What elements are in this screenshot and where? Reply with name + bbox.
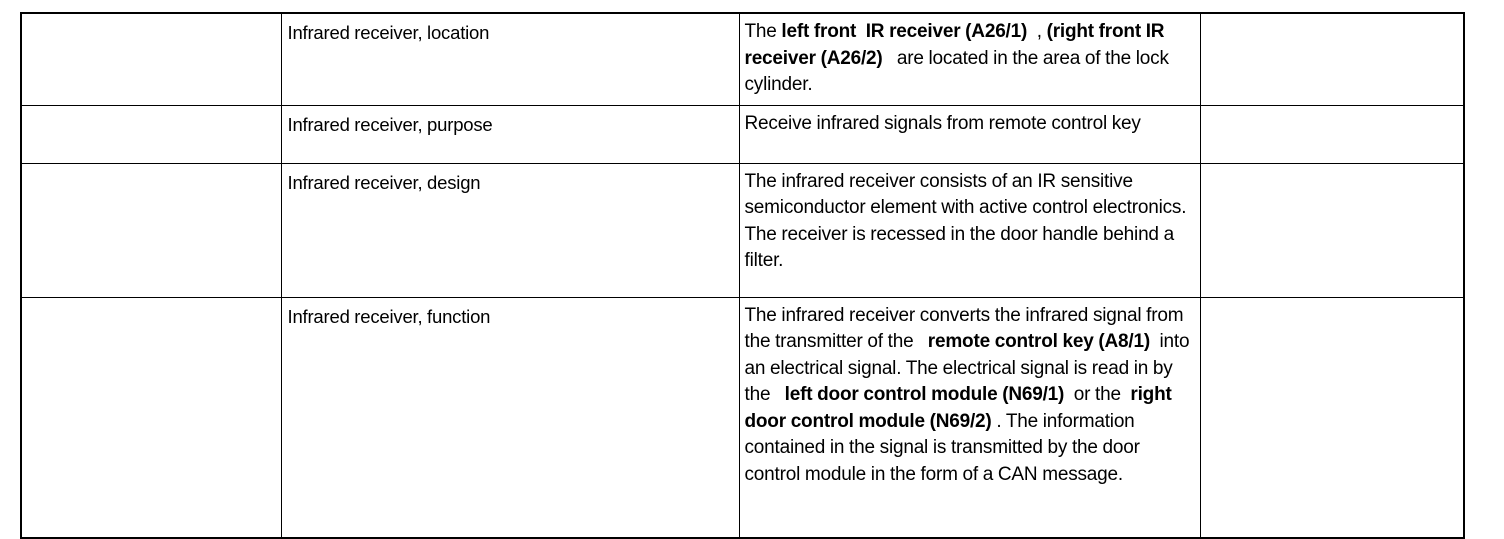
text-run-3: (right front IR receiver (A26/2) xyxy=(744,21,1170,69)
row-0-empty-left-cell xyxy=(20,12,282,106)
table-body: Infrared receiver, location The left fro… xyxy=(20,12,1465,538)
row-1-empty-left-cell xyxy=(20,104,282,164)
row-2-empty-left-text xyxy=(22,164,281,185)
row-2-description-text: The infrared receiver consists of an IR … xyxy=(740,164,1200,281)
row-0-description-cell: The left front IR receiver (A26/1) , (ri… xyxy=(738,12,1201,106)
text-run-4: are located in the area of the lock cyli… xyxy=(744,47,1174,96)
text-run-6: . The information contained in the signa… xyxy=(744,410,1145,485)
specification-table: Infrared receiver, location The left fro… xyxy=(20,12,1465,539)
row-2-empty-left-cell xyxy=(20,162,282,298)
text-run-0: The infrared receiver consists of an IR … xyxy=(744,170,1187,272)
row-1-label-cell: Infrared receiver, purpose xyxy=(280,104,740,164)
row-0-label-text: Infrared receiver, location xyxy=(287,22,490,43)
row-2-label-text: Infrared receiver, design xyxy=(287,171,481,193)
text-run-1: left front IR receiver (A26/1) xyxy=(781,21,1028,42)
row-1-description-text: Receive infrared signals from remote con… xyxy=(740,106,1200,144)
text-run-0: Receive infrared signals from remote con… xyxy=(744,112,1141,134)
table-row: Infrared receiver, purpose Receive infra… xyxy=(20,104,1465,164)
text-run-0: The infrared receiver converts the infra… xyxy=(744,304,1189,353)
row-3-empty-right-text xyxy=(1201,298,1464,319)
row-1-description-cell: Receive infrared signals from remote con… xyxy=(738,104,1201,164)
row-2-label-cell: Infrared receiver, design xyxy=(280,162,740,298)
row-3-label-text: Infrared receiver, function xyxy=(287,305,491,327)
text-run-1: remote control key (A8/1) xyxy=(927,331,1150,352)
row-3-empty-right-cell xyxy=(1199,296,1465,538)
table-row: Infrared receiver, location The left fro… xyxy=(20,12,1465,106)
row-0-empty-right-text xyxy=(1201,14,1464,35)
row-0-label-cell: Infrared receiver, location xyxy=(280,12,740,106)
row-2-empty-right-text xyxy=(1201,164,1464,185)
text-run-4: or the xyxy=(1064,384,1131,405)
row-3-label-cell: Infrared receiver, function xyxy=(280,296,740,538)
text-run-2: into an electrical signal. The electrica… xyxy=(744,331,1195,405)
row-3-empty-left-cell xyxy=(20,296,282,538)
text-run-0: The xyxy=(744,21,782,42)
row-1-label-text: Infrared receiver, purpose xyxy=(287,113,493,135)
row-3-empty-left-text xyxy=(22,298,281,319)
row-2-empty-right-cell xyxy=(1199,162,1465,298)
text-run-2: , xyxy=(1027,21,1047,42)
text-run-5: right door control module (N69/2) xyxy=(744,384,1177,432)
row-0-empty-left-text xyxy=(22,14,281,35)
row-2-description-cell: The infrared receiver consists of an IR … xyxy=(738,162,1201,298)
text-run-3: left door control module (N69/1) xyxy=(784,384,1065,405)
row-1-empty-right-cell xyxy=(1199,104,1465,164)
row-3-description-cell: The infrared receiver converts the infra… xyxy=(738,296,1201,538)
row-1-empty-right-text xyxy=(1201,106,1464,127)
table-row: Infrared receiver, function The infrared… xyxy=(20,296,1465,538)
table-row: Infrared receiver, design The infrared r… xyxy=(20,162,1465,298)
row-0-description-text: The left front IR receiver (A26/1) , (ri… xyxy=(740,14,1200,105)
row-1-empty-left-text xyxy=(22,106,281,127)
row-0-empty-right-cell xyxy=(1199,12,1465,106)
row-3-description-text: The infrared receiver converts the infra… xyxy=(740,298,1200,495)
